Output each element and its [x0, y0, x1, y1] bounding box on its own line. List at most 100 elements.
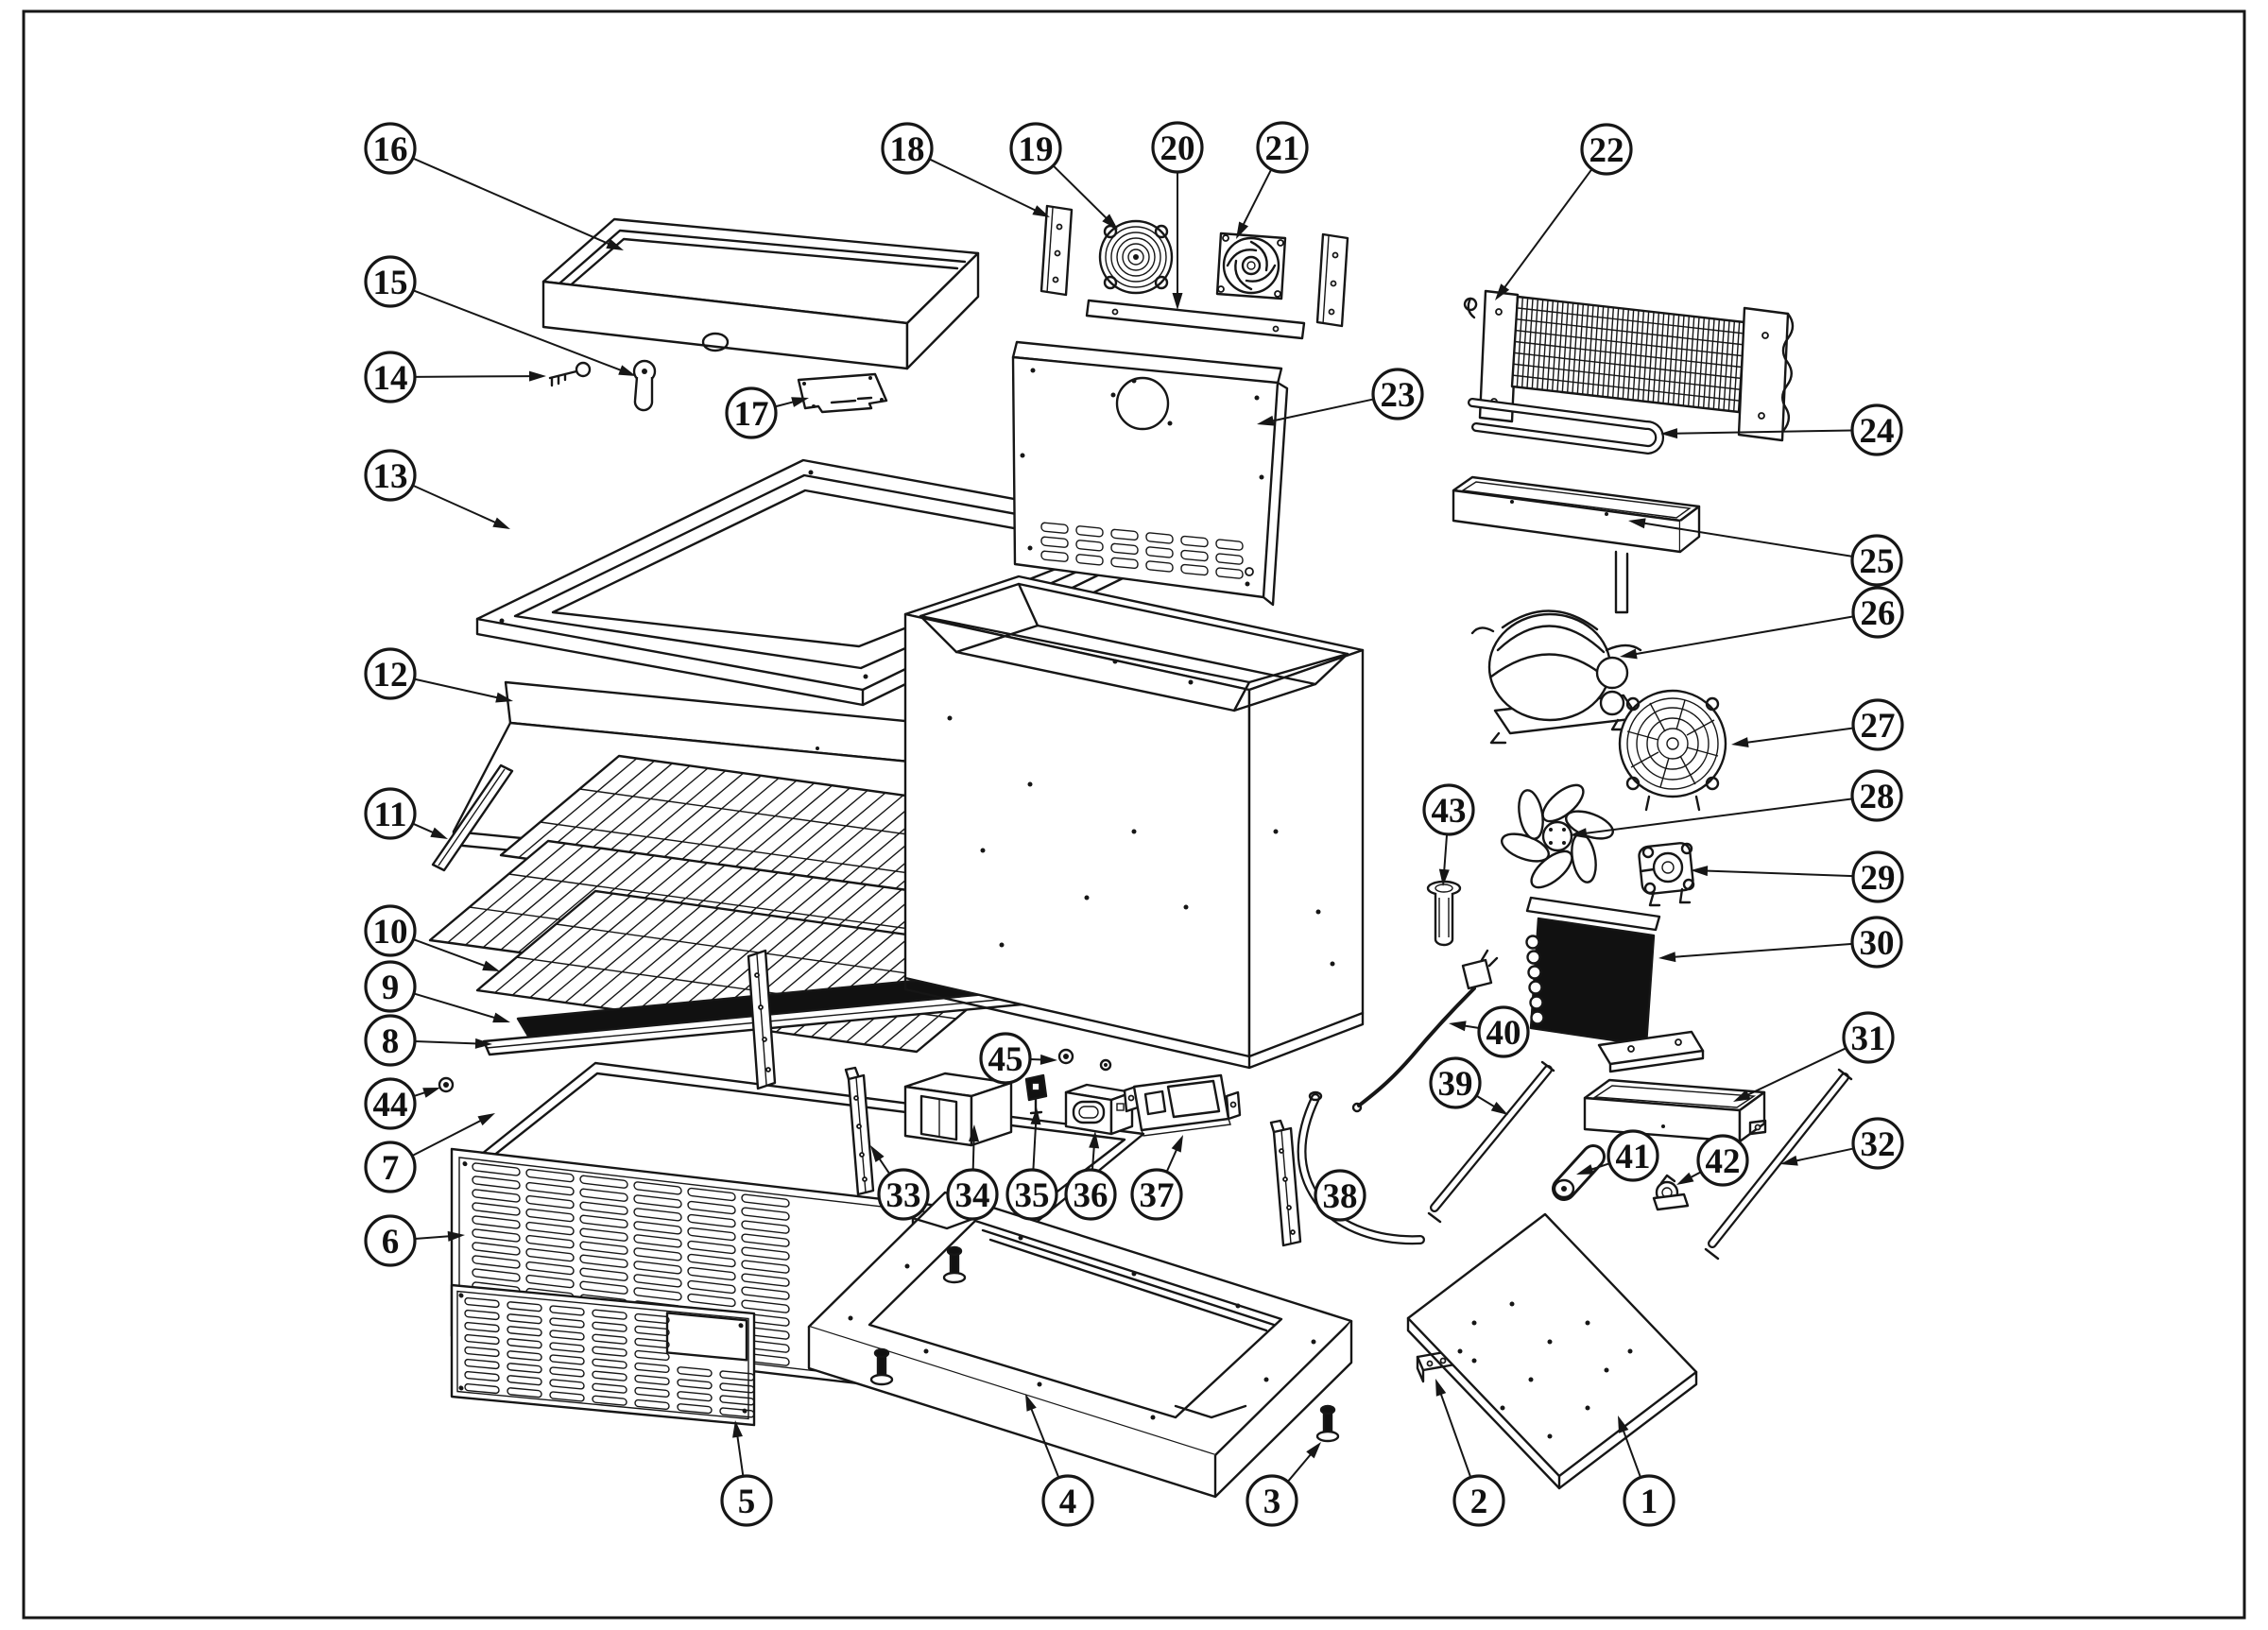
- leader-arrowhead: [870, 1145, 885, 1163]
- balloon-number: 22: [1589, 131, 1624, 170]
- callout-1: 1: [1618, 1416, 1675, 1527]
- callout-39: 39: [1429, 1056, 1508, 1115]
- balloon-circle: [1842, 1011, 1895, 1064]
- balloon-circle: [364, 1141, 417, 1193]
- leader-line: [1672, 942, 1853, 958]
- part-fan-guard-front: [1098, 219, 1174, 295]
- balloon-circle: [1041, 1474, 1094, 1527]
- leader-line: [412, 289, 624, 372]
- balloon-number: 4: [1059, 1483, 1077, 1521]
- part-screw-44: [438, 1076, 455, 1093]
- balloon-number: 1: [1641, 1483, 1658, 1521]
- part-control-board: [1123, 1073, 1242, 1137]
- balloon-circle: [946, 1168, 999, 1221]
- leader-line: [1052, 164, 1109, 221]
- balloon-number: 11: [374, 796, 407, 834]
- balloon-number: 25: [1860, 542, 1895, 581]
- callout-16: 16: [364, 122, 624, 250]
- leader-arrowhead: [791, 397, 809, 407]
- callout-3: 3: [1246, 1442, 1321, 1527]
- part-adjustable-feet: [869, 1245, 1340, 1443]
- leader-arrowhead: [1660, 428, 1678, 439]
- part-bracket-right: [1315, 232, 1349, 328]
- exploded-diagram-artwork: [428, 204, 1853, 1499]
- part-top-bar: [1085, 299, 1306, 340]
- balloon-circle: [1477, 1005, 1530, 1058]
- callout-30: 30: [1658, 916, 1903, 969]
- part-shelf-rail-left: [431, 764, 514, 872]
- balloon-number: 5: [738, 1483, 756, 1521]
- part-drain-plug: [1426, 880, 1462, 947]
- callout-44: 44: [364, 1077, 440, 1130]
- balloon-number: 19: [1019, 130, 1054, 169]
- balloon-circle: [364, 1214, 417, 1267]
- balloon-number: 40: [1486, 1014, 1521, 1053]
- leader-arrowhead: [1780, 1155, 1798, 1166]
- callout-35: 35: [1005, 1107, 1058, 1221]
- leader-line: [1622, 1428, 1641, 1478]
- balloon-number: 9: [382, 969, 400, 1007]
- part-axial-fan: [1215, 232, 1287, 300]
- leader-arrowhead: [474, 1038, 492, 1049]
- part-lock-plate: [797, 372, 888, 414]
- balloon-circle: [1314, 1169, 1366, 1222]
- balloon-number: 2: [1470, 1483, 1488, 1521]
- callout-28: 28: [1570, 769, 1903, 839]
- leader-arrowhead: [492, 517, 510, 529]
- leader-arrowhead: [430, 827, 448, 839]
- callout-15: 15: [364, 255, 636, 376]
- leader-line: [971, 1138, 975, 1171]
- balloon-circle: [1850, 769, 1903, 822]
- leader-arrowhead: [1236, 221, 1249, 239]
- leader-line: [1475, 1094, 1497, 1109]
- leader-arrowhead: [1490, 1101, 1508, 1115]
- leader-line: [1443, 833, 1449, 873]
- leader-line: [1286, 1451, 1314, 1483]
- part-compressor: [1470, 609, 1642, 745]
- leader-line: [413, 992, 497, 1020]
- leader-arrowhead: [1438, 868, 1450, 886]
- leader-line: [412, 484, 498, 524]
- leader-arrowhead: [1306, 1442, 1321, 1459]
- balloon-number: 13: [373, 457, 408, 496]
- leader-arrowhead: [606, 238, 624, 250]
- leader-arrowhead: [528, 370, 546, 382]
- leader-arrowhead: [1025, 1394, 1037, 1412]
- part-back-panel: [1011, 340, 1289, 607]
- callout-17: 17: [725, 386, 809, 439]
- part-power-cord: [1351, 949, 1499, 1113]
- leader-line: [411, 1118, 484, 1158]
- callout-27: 27: [1731, 698, 1904, 751]
- balloon-number: 28: [1860, 778, 1895, 816]
- balloon-number: 37: [1140, 1176, 1175, 1215]
- leader-arrowhead: [1576, 1164, 1594, 1175]
- callout-14: 14: [364, 351, 546, 403]
- leader-arrowhead: [1731, 737, 1749, 748]
- balloon-circle: [1151, 121, 1204, 174]
- leader-arrowhead: [495, 692, 513, 703]
- part-strip-right: [1269, 1119, 1302, 1247]
- callout-13: 13: [364, 449, 510, 529]
- part-micro-switch: [1024, 1073, 1048, 1115]
- balloon-circle: [364, 960, 417, 1013]
- leader-arrowhead: [618, 365, 636, 376]
- leader-line: [1503, 168, 1593, 290]
- part-rail-32: [1704, 1068, 1853, 1261]
- leader-arrowhead: [1171, 1135, 1183, 1153]
- part-u-bracket: [903, 1072, 1013, 1147]
- leader-line: [1029, 1406, 1060, 1479]
- balloon-number: 21: [1265, 129, 1300, 168]
- part-drip-channel: [1452, 475, 1701, 614]
- callout-12: 12: [364, 647, 513, 703]
- leader-line: [1165, 1147, 1178, 1173]
- balloon-circle: [1696, 1134, 1749, 1187]
- leader-arrowhead: [1570, 828, 1588, 839]
- part-condenser-coil: [1525, 896, 1705, 1073]
- balloon-number: 10: [373, 913, 408, 952]
- balloon-circle: [364, 904, 417, 957]
- balloon-circle: [1623, 1474, 1675, 1527]
- leader-line: [1589, 1162, 1610, 1172]
- balloon-circle: [1429, 1056, 1482, 1109]
- callout-43: 43: [1422, 783, 1475, 886]
